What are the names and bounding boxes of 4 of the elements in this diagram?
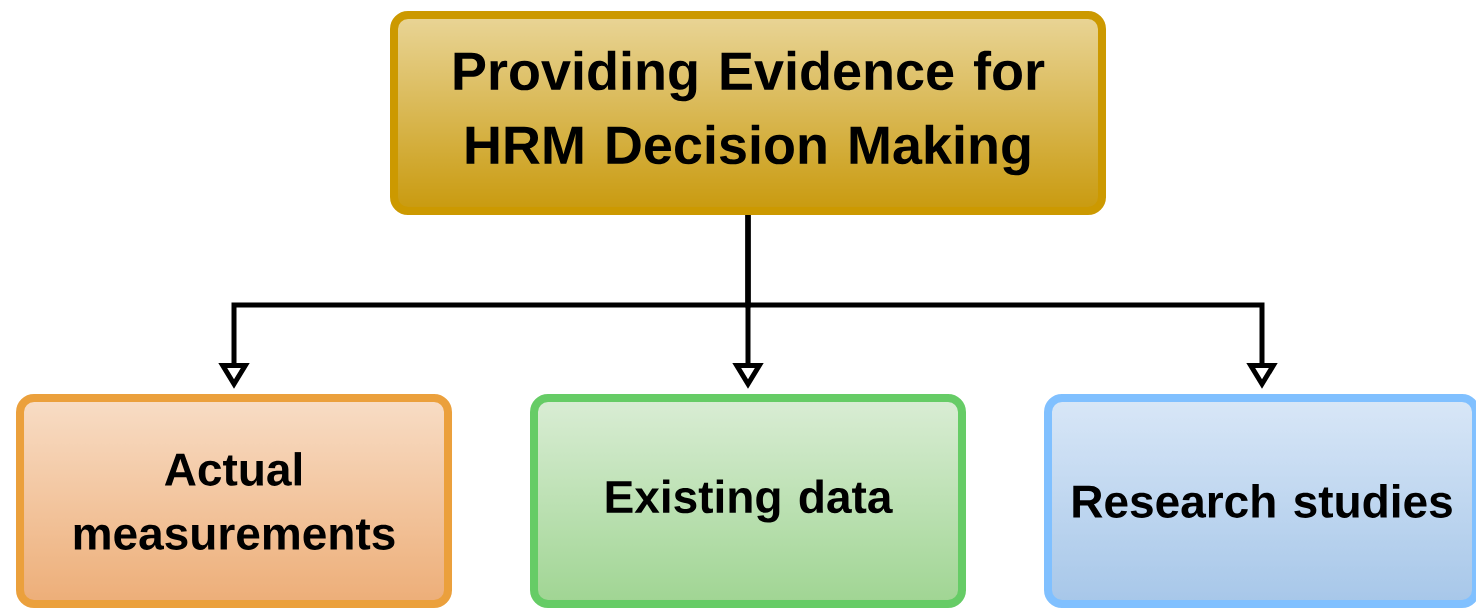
process-box: Providing Evidence for HRM Decision Making — [390, 11, 1106, 215]
process-box: Actual measurements — [16, 394, 452, 608]
process-box: Existing data — [530, 394, 966, 608]
process-box: Research studies — [1044, 394, 1476, 608]
